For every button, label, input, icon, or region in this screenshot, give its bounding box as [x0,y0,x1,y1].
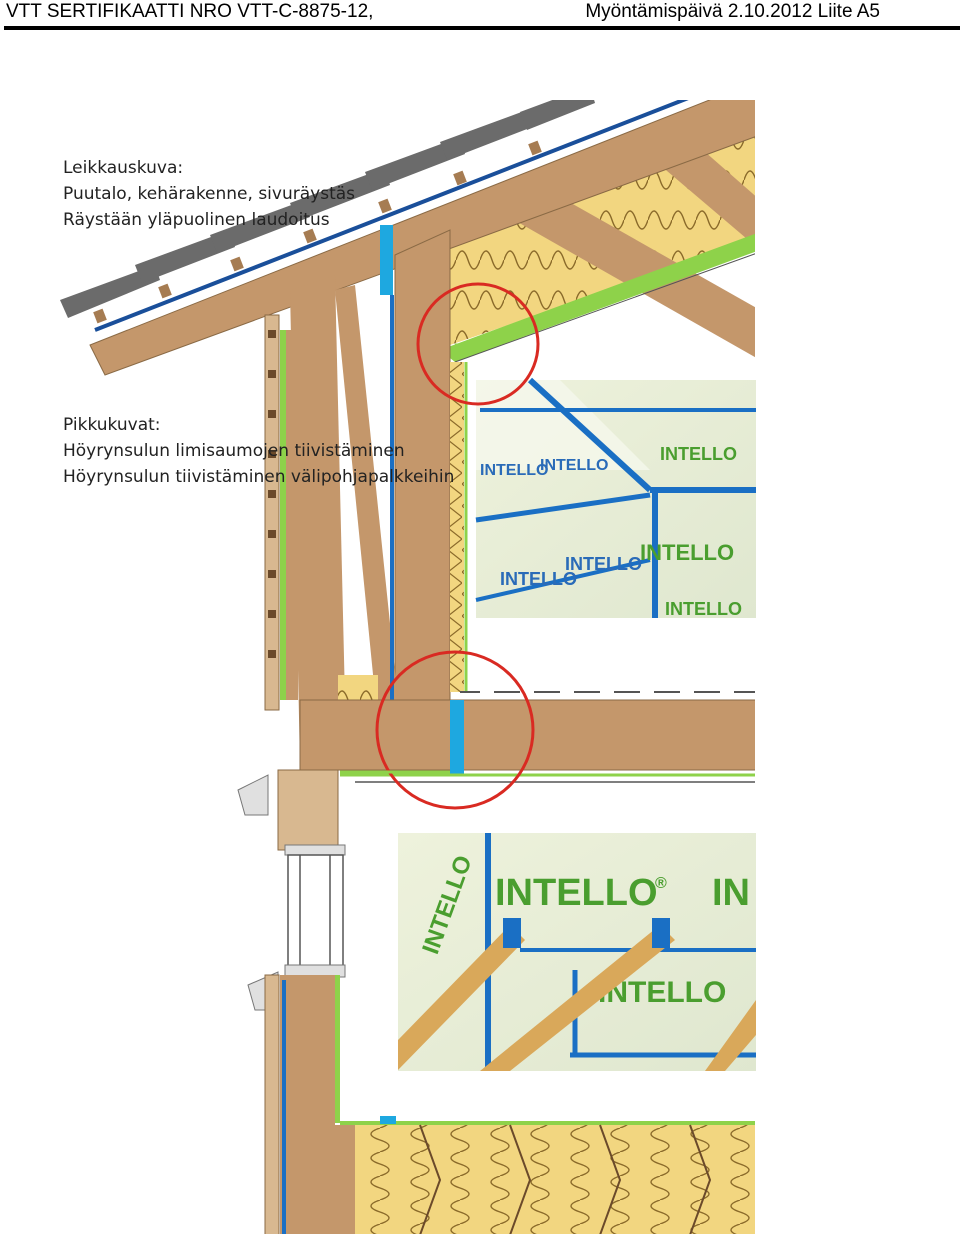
post-membrane [380,225,393,295]
ground-wall-cladding [264,974,280,1234]
caption-section-line-1: Puutalo, kehärakenne, sivuräystäs [63,184,355,204]
eave-brace [335,285,400,725]
header-issue-date: Myöntämispäivä 2.10.2012 Liite A5 [585,1,880,22]
eave-strut [290,275,345,765]
rafter [89,100,755,376]
floor-insulation [340,1125,755,1234]
red-detail-circle-upper [416,282,540,406]
window-frame-icon [284,854,346,978]
joist [705,1000,756,1071]
brand-label: INTELLO [540,457,608,474]
main-post [394,229,451,766]
cladding-battens [268,330,276,658]
caption-details-line-2: Höyrynsulun tiivistäminen välipohjapalkk… [63,467,454,487]
window-head [284,844,346,856]
brand-mark: ® [655,875,667,892]
inset-photo-overlap-seams: INTELLO INTELLO INTELLO INTELLO INTELLO … [475,377,756,619]
wall-insulation-zigzag [450,362,464,692]
inset-photo-joists: INTELLO ® IN INTELLO INTELLO [398,833,756,1071]
floor-membrane [450,700,464,775]
red-detail-circle-lower [375,650,535,810]
brand-label: INTELLO [480,462,548,479]
brand-label: INTELLO [640,540,734,565]
caption-details-line-1: Höyrynsulun limisaumojen tiivistäminen [63,441,405,461]
joist [398,925,525,1070]
brand-label: INTELLO [665,599,742,619]
roof-tiles [60,100,595,318]
caption-section-line-2: Räystään yläpuolinen laudoitus [63,210,330,230]
truss-diagonal [500,190,755,358]
brand-label: INTELLO [565,554,642,574]
header-rule [4,26,960,30]
lower-wall [277,769,339,851]
brand-label: INTELLO [660,444,737,464]
floor-boards [480,690,734,695]
caption-section-title: Leikkauskuva: [63,158,183,178]
section-caption: Leikkauskuva: Puutalo, kehärakenne, sivu… [63,158,355,230]
svg-text:IN: IN [712,872,750,914]
brand-label: INTELLO [500,569,577,589]
caption-details-title: Pikkukuvat: [63,415,161,435]
joist [480,925,675,1071]
brand-label: INTELLO [495,872,658,914]
battens [93,140,542,324]
ceiling-slope-timber [440,233,755,362]
details-caption: Pikkukuvat: Höyrynsulun limisaumojen tii… [63,415,454,487]
floor-studs [419,1124,712,1234]
header-certificate-number: VTT SERTIFIKAATTI NRO VTT-C-8875-12, [6,1,374,22]
roof-membrane [94,100,689,332]
